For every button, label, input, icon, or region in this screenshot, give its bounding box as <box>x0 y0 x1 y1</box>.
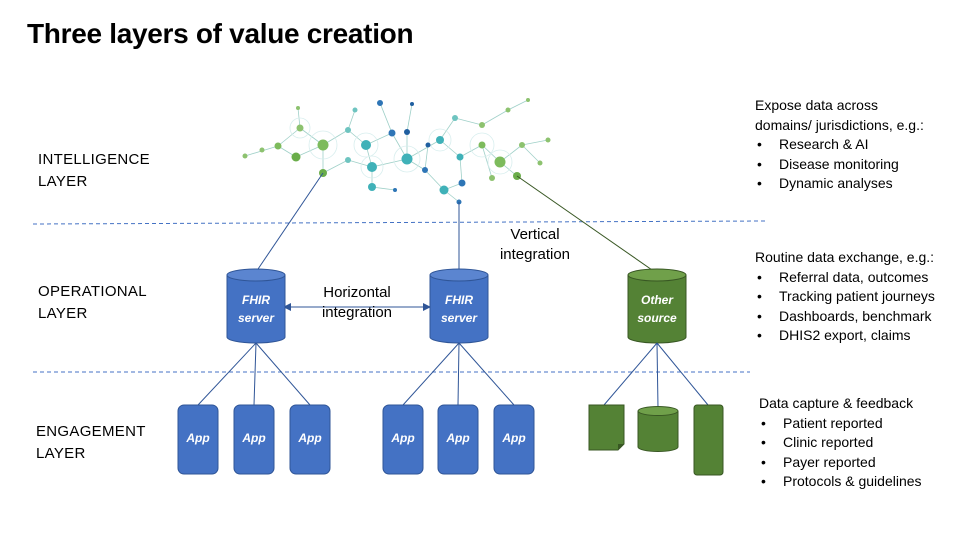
engagement-layer-line-1: ENGAGEMENT <box>36 423 146 440</box>
app-tile-2 <box>233 404 275 475</box>
intelligence-note-item: Research & AI <box>755 135 924 155</box>
app-tile-3 <box>289 404 331 475</box>
operational-note-item: DHIS2 export, claims <box>755 326 935 346</box>
engagement-note-item: Patient reported <box>759 414 922 434</box>
intelligence-layer-line-2: LAYER <box>38 173 88 190</box>
fhir-server-2-cylinder <box>429 268 489 344</box>
horizontal-integration-line-1: Horizontal <box>323 284 391 301</box>
vertical-integration-line-1: Vertical <box>510 226 560 243</box>
fhir-server-1-label-line2: server <box>238 311 275 325</box>
app-label-4: App <box>390 431 414 445</box>
horizontal-integration-label: Horizontal integration <box>305 283 409 323</box>
fhir-server-2-label-line1: FHIR <box>445 293 473 307</box>
connector-other-to-network <box>516 175 656 273</box>
operational-note-item: Tracking patient journeys <box>755 287 935 307</box>
engagement-note-item: Payer reported <box>759 453 922 473</box>
operational-side-note: Routine data exchange, e.g.: Referral da… <box>755 248 935 346</box>
page-title: Three layers of value creation <box>27 18 414 49</box>
database-source-icon <box>637 406 679 452</box>
vertical-integration-label: Vertical integration <box>488 225 582 265</box>
operational-layer-line-2: LAYER <box>38 305 88 322</box>
engagement-layer-line-2: LAYER <box>36 445 86 462</box>
network-graph-icon <box>242 98 551 205</box>
app-tile-4 <box>382 404 424 475</box>
engagement-side-note: Data capture & feedback Patient reported… <box>759 394 922 492</box>
operational-layer-line-1: OPERATIONAL <box>38 283 147 300</box>
other-source-connectors <box>603 342 709 409</box>
operational-note-heading: Routine data exchange, e.g.: <box>755 249 935 265</box>
app-label-3: App <box>297 431 321 445</box>
app-label-6: App <box>501 431 525 445</box>
device-source-icon <box>693 404 724 476</box>
operational-layer-label: OPERATIONAL LAYER <box>38 281 147 325</box>
fhir-server-1-cylinder <box>226 268 286 344</box>
app-label-1: App <box>185 431 209 445</box>
operational-note-item: Referral data, outcomes <box>755 268 935 288</box>
engagement-note-item: Clinic reported <box>759 433 922 453</box>
app-label-5: App <box>445 431 469 445</box>
intelligence-note-heading-1: Expose data across <box>755 97 878 113</box>
intelligence-note-heading-2: domains/ jurisdictions, e.g.: <box>755 116 924 133</box>
document-fold-icon <box>618 444 624 450</box>
engagement-layer-label: ENGAGEMENT LAYER <box>36 421 146 465</box>
intelligence-side-note: Expose data across domains/ jurisdiction… <box>755 96 924 194</box>
intelligence-note-item: Disease monitoring <box>755 155 924 175</box>
fhir-2-app-connectors <box>402 342 515 406</box>
app-label-2: App <box>241 431 265 445</box>
app-tile-1 <box>177 404 219 475</box>
app-tile-5 <box>437 404 479 475</box>
fhir-server-1-label-line1: FHIR <box>242 293 270 307</box>
other-source-cylinder <box>627 268 687 344</box>
horizontal-integration-line-2: integration <box>321 304 393 321</box>
other-source-label-line2: source <box>637 311 677 325</box>
divider-line-top <box>32 220 766 225</box>
other-source-label-line1: Other <box>641 293 674 307</box>
operational-note-item: Dashboards, benchmark <box>755 307 935 327</box>
app-tile-6 <box>493 404 535 475</box>
intelligence-note-item: Dynamic analyses <box>755 174 924 194</box>
vertical-integration-line-2: integration <box>499 246 571 263</box>
fhir-server-2-label-line2: server <box>441 311 478 325</box>
connector-fhir1-to-network <box>255 172 324 273</box>
intelligence-layer-label: INTELLIGENCE LAYER <box>38 149 150 193</box>
engagement-note-item: Protocols & guidelines <box>759 472 922 492</box>
intelligence-layer-line-1: INTELLIGENCE <box>38 151 150 168</box>
fhir-1-app-connectors <box>197 342 311 406</box>
engagement-note-heading: Data capture & feedback <box>759 395 914 411</box>
document-source-icon <box>588 404 625 451</box>
